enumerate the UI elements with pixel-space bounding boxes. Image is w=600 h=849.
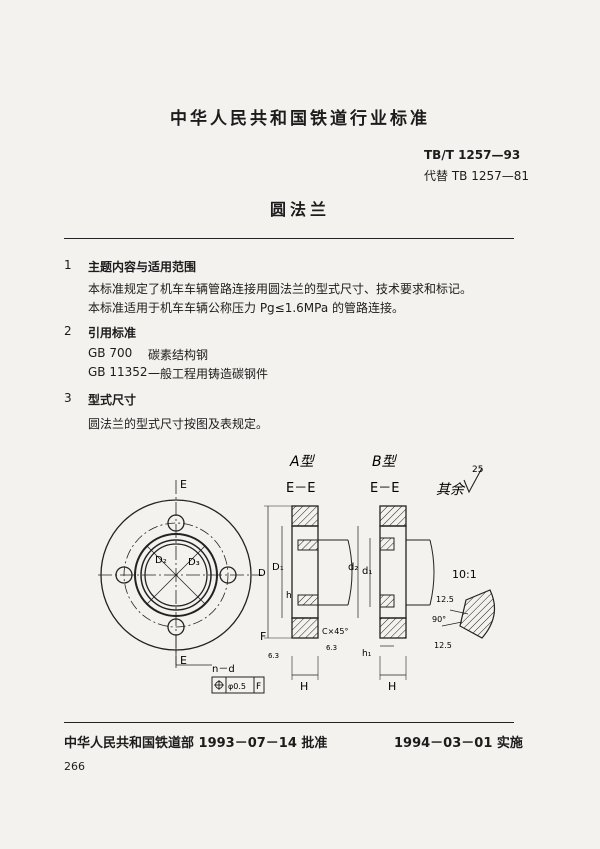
section-b-view <box>357 505 435 680</box>
reference-code-2: GB 11352 <box>88 365 148 379</box>
label-nd: n－d <box>212 664 235 675</box>
detail-angle: 90° <box>432 615 446 624</box>
section-3-heading: 型式尺寸 <box>88 393 137 407</box>
label-h1: h₁ <box>362 649 372 659</box>
implementation-date: 1994－03－01 实施 <box>394 736 523 751</box>
standard-number: TB/T 1257—93 <box>424 148 521 162</box>
label-tolerance: φ0.5 <box>228 682 246 691</box>
detail-scale: 10:1 <box>452 568 477 581</box>
replaces-standard: 代替 TB 1257—81 <box>424 169 530 183</box>
footer-rule <box>64 722 514 723</box>
page-number: 266 <box>64 760 85 773</box>
reference-title-1: 碳素结构钢 <box>148 348 209 362</box>
title-rule <box>64 238 514 239</box>
section-b-label: E－E <box>370 481 399 496</box>
type-b-label: B型 <box>372 454 398 470</box>
label-big-h-a: H <box>300 680 308 693</box>
issuing-organization: 中华人民共和国铁道行业标准 <box>170 109 430 129</box>
roughness-value: 25 <box>472 465 483 475</box>
section-1-paragraph-2: 本标准适用于机车车辆公称压力 Pg≤1.6MPa 的管路连接。 <box>88 301 405 315</box>
roughness-icon <box>463 467 483 494</box>
label-h: h <box>286 591 292 601</box>
label-e-bottom: E <box>180 654 187 667</box>
type-a-label: A型 <box>289 454 316 470</box>
section-a-view <box>264 505 353 680</box>
approval-line: 中华人民共和国铁道部 1993－07－14 批准 <box>64 736 328 751</box>
roughness-detail-2: 12.5 <box>434 641 452 650</box>
roughness-section-1: 6.3 <box>326 644 337 652</box>
label-d1: D₁ <box>272 562 284 573</box>
section-a-label: E－E <box>286 481 315 496</box>
front-view <box>98 480 265 694</box>
label-d2-lower: d₂ <box>348 562 358 573</box>
label-d: D <box>258 568 266 579</box>
label-d3: D₃ <box>188 557 200 568</box>
section-2-heading: 引用标准 <box>88 326 137 340</box>
flange-technical-drawing: E E D₂ D₃ n－d φ0.5 F A型 E－E D D₁ h F H C… <box>98 454 496 694</box>
document-title: 圆法兰 <box>269 200 330 219</box>
label-d-lower: d₁ <box>362 566 372 577</box>
label-d2: D₂ <box>155 555 167 566</box>
roughness-section-2: 6.3 <box>268 652 279 660</box>
section-2-number: 2 <box>64 324 72 338</box>
section-1-heading: 主题内容与适用范围 <box>88 260 197 274</box>
section-3-number: 3 <box>64 391 72 405</box>
roughness-detail-1: 12.5 <box>436 595 454 604</box>
section-3-paragraph: 圆法兰的型式尺寸按图及表规定。 <box>88 417 269 431</box>
label-big-h-b: H <box>388 680 396 693</box>
label-e-top: E <box>180 478 187 491</box>
label-f: F <box>260 630 266 643</box>
reference-code-1: GB 700 <box>88 346 133 360</box>
section-1-paragraph-1: 本标准规定了机车车辆管路连接用圆法兰的型式尺寸、技术要求和标记。 <box>88 282 473 296</box>
section-1-number: 1 <box>64 258 72 272</box>
reference-title-2: 一般工程用铸造碳钢件 <box>148 367 269 381</box>
surface-finish-note: 其余 <box>436 482 466 498</box>
label-f-ref: F <box>256 682 261 692</box>
chamfer-label: C×45° <box>322 627 348 636</box>
detail-view <box>441 589 496 639</box>
